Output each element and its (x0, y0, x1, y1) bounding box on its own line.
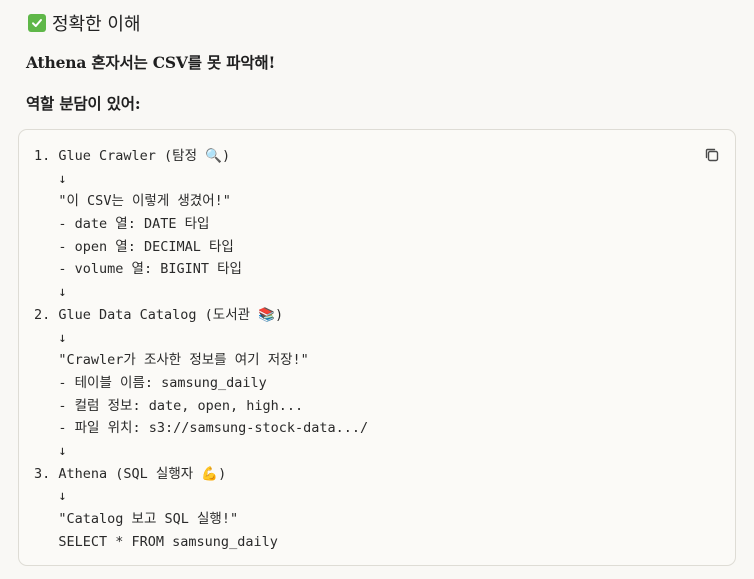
code-line: "Catalog 보고 SQL 실행!" (34, 511, 239, 527)
code-line: ↓ (34, 170, 67, 187)
role-division-paragraph: 역할 분담이 있어: (26, 94, 141, 113)
code-line: - open 열: DECIMAL 타입 (34, 238, 234, 255)
code-line: - 컬럼 정보: date, open, high... (34, 397, 304, 414)
check-mark-button-icon (28, 14, 46, 32)
code-block: 1. Glue Crawler (탐정 🔍) ↓ "이 CSV는 이렇게 생겼어… (18, 129, 736, 566)
code-line: ↓ (34, 442, 67, 459)
code-lines: 1. Glue Crawler (탐정 🔍) ↓ "이 CSV는 이렇게 생겼어… (34, 145, 368, 553)
section-heading: 정확한 이해 (28, 10, 141, 36)
code-line: - 테이블 이름: samsung_daily (34, 374, 267, 391)
code-line: 2. Glue Data Catalog (도서관 📚) (34, 306, 284, 323)
code-line: - volume 열: BIGINT 타입 (34, 261, 242, 278)
heading-text: 정확한 이해 (52, 14, 141, 35)
code-line: - date 열: DATE 타입 (34, 216, 210, 233)
copy-icon (705, 148, 719, 162)
code-line: ↓ (34, 329, 67, 346)
code-line: ↓ (34, 488, 67, 505)
code-line: 3. Athena (SQL 실행자 💪) (34, 465, 227, 482)
intro-paragraph: Athena 혼자서는 CSV를 못 파악해! (26, 53, 276, 72)
code-line: 1. Glue Crawler (탐정 🔍) (34, 148, 231, 164)
code-line: "이 CSV는 이렇게 생겼어!" (34, 193, 231, 210)
code-line: SELECT * FROM samsung_daily (34, 533, 278, 550)
copy-button[interactable] (703, 146, 721, 164)
code-line: - 파일 위치: s3://samsung-stock-data.../ (34, 420, 369, 437)
code-line: "Crawler가 조사한 정보를 여기 저장!" (34, 352, 309, 369)
code-line: ↓ (34, 284, 67, 301)
